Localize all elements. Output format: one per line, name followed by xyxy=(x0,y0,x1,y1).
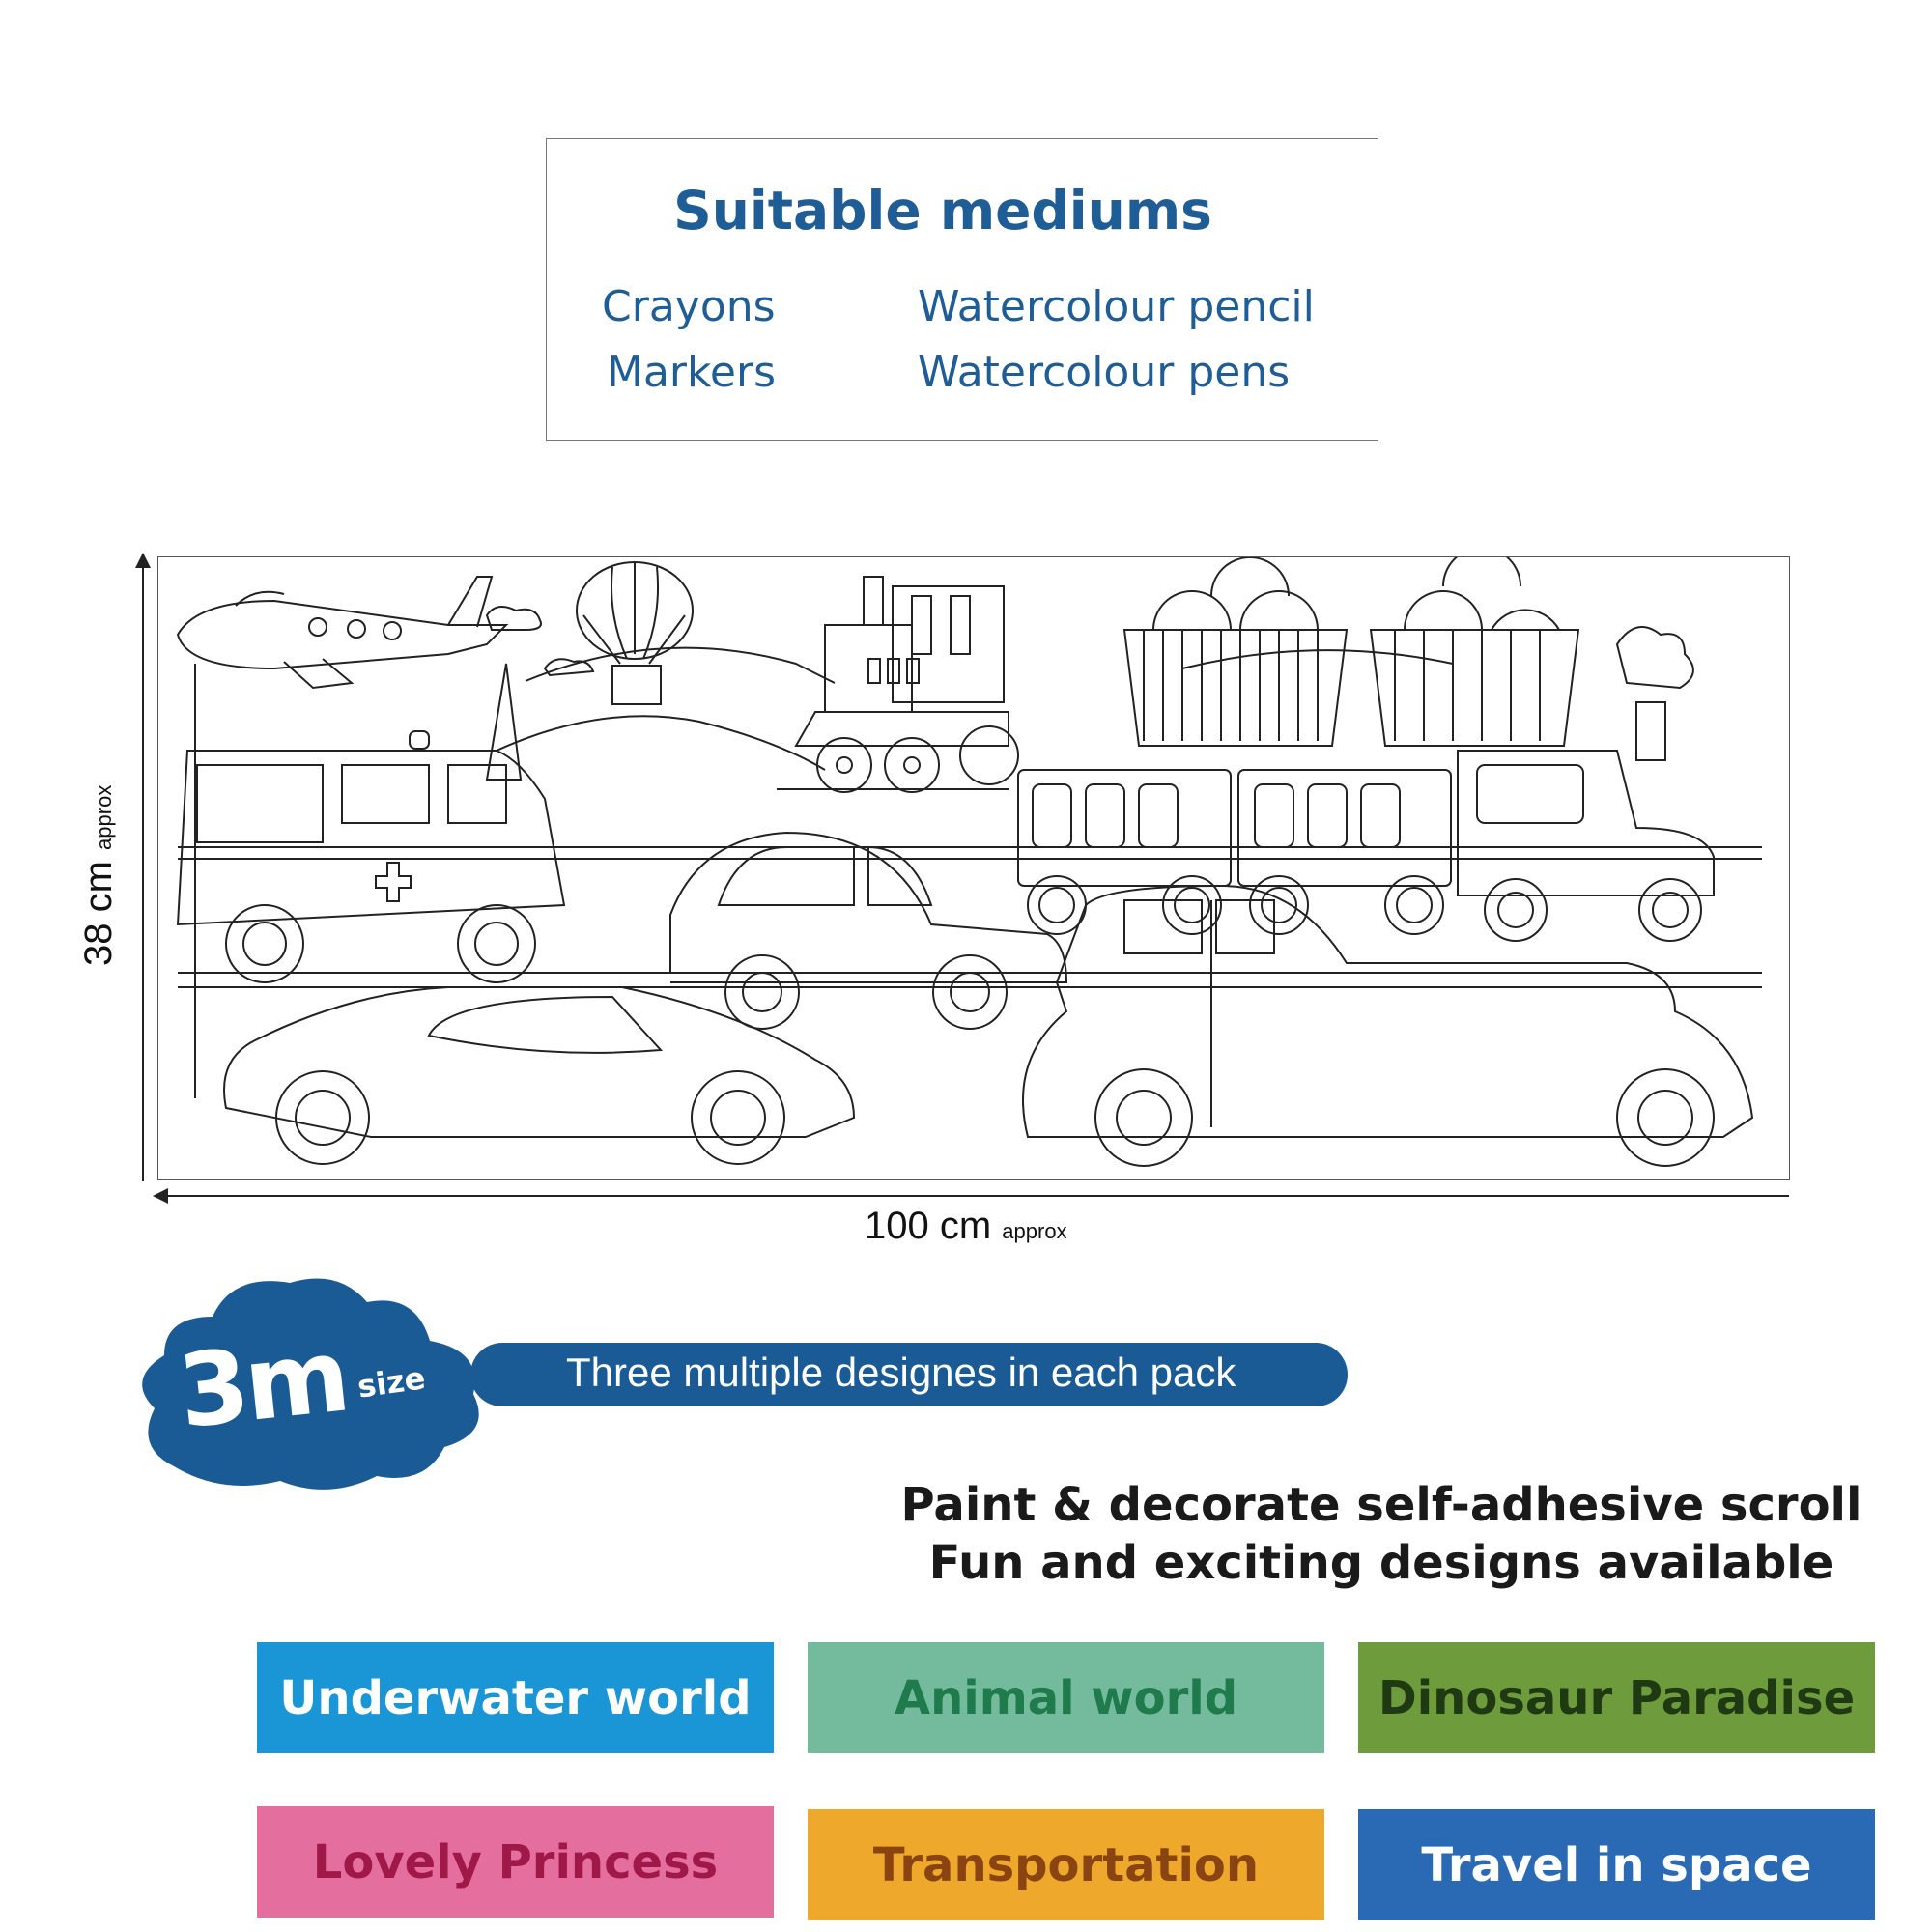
width-label: 100 cm approx xyxy=(865,1205,1067,1248)
compact-car-drawing xyxy=(669,831,1068,1030)
medium-markers: Markers xyxy=(607,348,777,397)
design-label: Travel in space xyxy=(1421,1837,1812,1892)
suitable-mediums-box: Suitable mediums Crayons Watercolour pen… xyxy=(546,138,1378,441)
vintage-car-drawing xyxy=(1022,884,1754,1167)
steam-locomotive-drawing xyxy=(777,576,1019,793)
design-tile-underwater-world: Underwater world xyxy=(257,1642,774,1753)
mediums-title: Suitable mediums xyxy=(673,180,1212,242)
passenger-carriage-drawing xyxy=(1017,769,1452,935)
design-label: Animal world xyxy=(894,1670,1238,1725)
design-tile-animal-world: Animal world xyxy=(808,1642,1324,1753)
design-label: Transportation xyxy=(872,1837,1260,1892)
sports-car-drawing xyxy=(223,986,856,1165)
design-tile-travel-in-space: Travel in space xyxy=(1358,1809,1875,1920)
height-arrow-icon xyxy=(135,553,151,568)
width-value: 100 cm xyxy=(865,1205,992,1247)
cargo-wagon-drawing xyxy=(1122,557,1580,747)
design-label: Dinosaur Paradise xyxy=(1378,1670,1856,1725)
medium-watercolour-pens: Watercolour pens xyxy=(918,348,1291,397)
pack-info-text: Three multiple designes in each pack xyxy=(566,1350,1236,1395)
pack-info-pill xyxy=(470,1343,1348,1406)
medium-watercolour-pencil: Watercolour pencil xyxy=(918,282,1315,331)
cloud-badge-icon xyxy=(142,1278,479,1490)
medium-crayons: Crayons xyxy=(602,282,776,331)
ambulance-drawing xyxy=(176,663,566,983)
tagline-designs: Fun and exciting designs available xyxy=(928,1536,1834,1590)
width-dimension-line xyxy=(156,1195,1789,1197)
width-arrow-icon xyxy=(153,1188,168,1204)
design-tile-dinosaur-paradise: Dinosaur Paradise xyxy=(1358,1642,1875,1753)
width-note: approx xyxy=(1002,1219,1067,1243)
transportation-coloring-scroll xyxy=(157,556,1790,1180)
design-tile-transportation: Transportation xyxy=(808,1809,1324,1920)
small-train-engine-drawing xyxy=(1457,626,1715,942)
hot-air-balloon-drawing xyxy=(543,561,694,705)
design-tile-lovely-princess: Lovely Princess xyxy=(257,1806,774,1918)
height-value: 38 cm xyxy=(77,861,120,966)
height-dimension-line xyxy=(142,558,144,1181)
height-label: 38 cm approx xyxy=(77,785,121,966)
height-note: approx xyxy=(92,784,116,850)
tagline-scroll: Paint & decorate self-adhesive scroll xyxy=(900,1478,1862,1532)
design-label: Underwater world xyxy=(279,1670,752,1725)
design-label: Lovely Princess xyxy=(312,1834,719,1889)
airplane-drawing xyxy=(176,576,542,690)
vehicles-line-art xyxy=(176,557,1762,1167)
size-badge-value: 3m xyxy=(173,1316,352,1451)
